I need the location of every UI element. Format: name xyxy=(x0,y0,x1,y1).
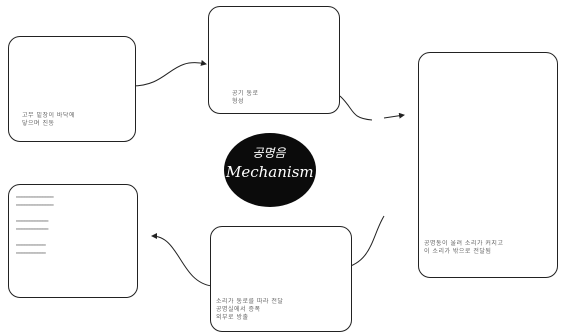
center-title-korean: 공명음 xyxy=(226,144,312,161)
connector-1-to-2 xyxy=(132,63,206,86)
connector-4-to-5 xyxy=(152,236,212,286)
panel-text-caption: ━━━━━━━━━━━━━━ ━━━━━━━━━━━━━━ ━━━━━━━━━━… xyxy=(16,194,128,290)
connector-2-to-3 xyxy=(340,96,372,120)
panel-horn-caption: 소리가 통로를 따라 전달 공명실에서 증폭 외부로 방출 xyxy=(216,298,346,326)
center-title-english: Mechanism xyxy=(226,163,312,181)
panel-cups-caption: 공명통이 울려 소리가 커지고 이 소리가 밖으로 전달됨 xyxy=(424,240,552,266)
panel-shoe-caption: 고무 밑창이 바닥에 닿으며 진동 xyxy=(22,112,122,134)
connector-2-to-3b xyxy=(384,115,404,118)
panel-ring-caption: 공기 통로 형성 xyxy=(232,90,302,108)
center-title: 공명음 Mechanism xyxy=(226,144,312,181)
